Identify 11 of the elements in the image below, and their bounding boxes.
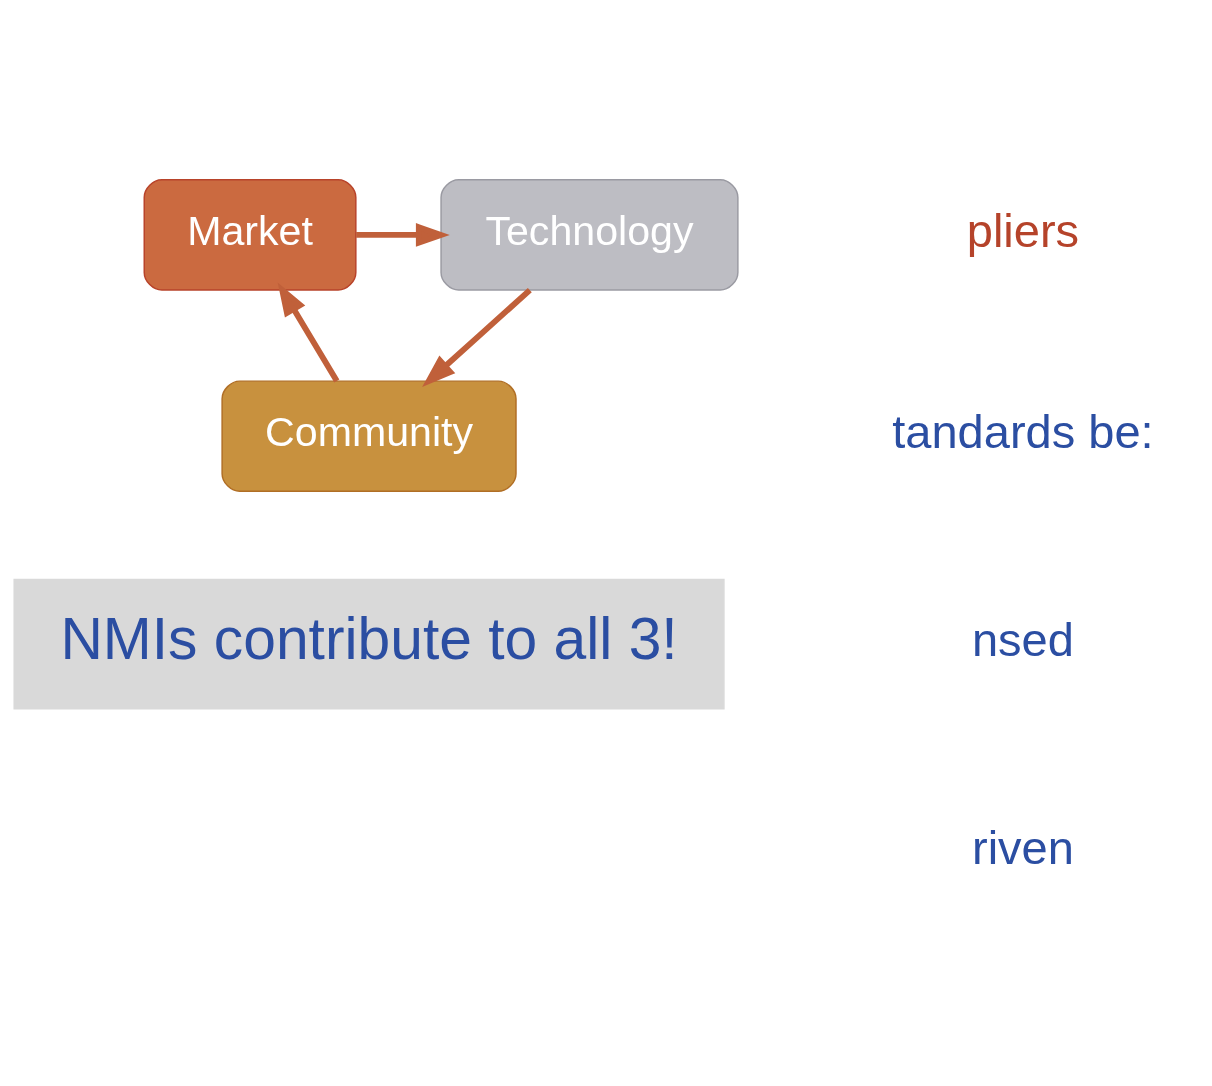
node-box: Market: [143, 178, 357, 291]
label: riven: [972, 820, 1074, 874]
arrow: [422, 287, 532, 387]
node-box: Technology: [440, 178, 739, 291]
arrow: [277, 281, 340, 383]
label: tandards be:: [892, 404, 1154, 458]
label: nsed: [971, 612, 1074, 666]
node-box: Community: [221, 379, 517, 492]
label: pliers: [966, 203, 1080, 257]
arrow: [356, 222, 450, 247]
node-box: NMIs contribute to all 3!: [13, 578, 725, 710]
